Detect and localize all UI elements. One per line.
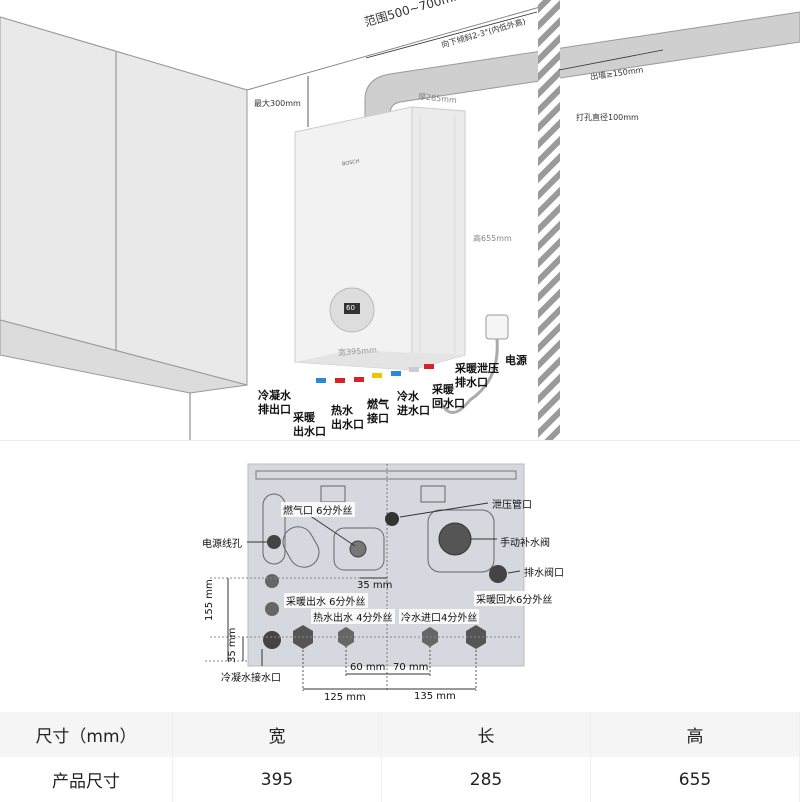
header-cell: 高 — [590, 712, 800, 757]
header-cell: 宽 — [172, 712, 382, 757]
port-label-relief: 采暖泄压排水口 — [455, 362, 499, 389]
max-top-label: 最大300mm — [254, 99, 301, 108]
fill-valve-recess — [427, 509, 495, 573]
gas-recess — [333, 527, 385, 571]
dim-35-top: 35 mm — [357, 580, 393, 591]
bottom-view-drawing — [205, 463, 525, 691]
port-gas-color — [372, 373, 382, 378]
wall-out-dim-line — [558, 49, 664, 71]
row-label: 产品尺寸 — [0, 757, 173, 802]
dim-135: 135 mm — [414, 691, 456, 702]
label-heat-return: 采暖回水6分外丝 — [474, 591, 555, 606]
install-scene — [0, 0, 800, 440]
boiler-bottom — [295, 350, 465, 370]
hole-diameter-label: 打孔直径100mm — [576, 113, 639, 122]
port-label-heating-out: 采暖出水口 — [293, 411, 326, 438]
label-drain-valve: 排水阀口 — [524, 568, 564, 579]
header-cell: 尺寸（mm） — [0, 712, 173, 757]
dim-155: 155 mm — [204, 579, 215, 621]
section-divider — [0, 440, 800, 441]
condensate-port — [263, 631, 281, 649]
spec-table: 尺寸（mm） 宽 长 高 产品尺寸 395 285 655 — [0, 712, 800, 802]
dim-70: 70 mm — [393, 662, 429, 673]
dim-125: 125 mm — [324, 692, 366, 703]
top-rail — [255, 470, 517, 480]
label-manual-fill: 手动补水阀 — [500, 538, 550, 549]
length-value: 285 — [381, 757, 591, 802]
dim-60: 60 mm — [350, 662, 386, 673]
width-value: 395 — [172, 757, 382, 802]
port-heating-return-color — [409, 367, 419, 372]
power-hole — [267, 535, 281, 549]
exterior-wall — [538, 0, 560, 440]
port-condensate-color — [316, 378, 326, 383]
power-slot — [262, 493, 286, 565]
port-label-heating-return: 采暖回水口 — [432, 383, 465, 410]
dim-35-left: 35 mm — [227, 627, 238, 663]
install-illustration: 范围500~700mm 具体咨询客服 向下倾斜2-3°(内低外高) 出墙≥150… — [0, 0, 800, 440]
flue-pipe — [364, 11, 800, 129]
drain-valve-port — [489, 565, 507, 583]
port-heating-out-color — [335, 378, 345, 383]
relief-pipe-port — [385, 512, 399, 526]
table-row: 产品尺寸 395 285 655 — [0, 757, 800, 802]
port-label-gas: 燃气接口 — [367, 398, 389, 425]
port-label-condensate: 冷凝水排出口 — [258, 389, 291, 416]
side-port — [265, 602, 279, 616]
power-label: 电源 — [505, 354, 527, 367]
port-hot-water-color — [354, 377, 364, 382]
label-cold-in: 冷水进口4分外丝 — [399, 609, 480, 624]
side-port — [265, 574, 279, 588]
height-label: 高655mm — [473, 234, 512, 243]
gas-oval — [282, 526, 320, 568]
mount-tab — [420, 485, 446, 503]
manual-fill-valve — [438, 522, 472, 556]
port-cold-water-color — [391, 371, 401, 376]
power-socket — [485, 314, 509, 340]
bottom-view-diagram: 燃气口 6分外丝 泄压管口 电源线孔 手动补水阀 排水阀口 采暖出水 6分外丝 … — [0, 441, 800, 706]
display-screen — [344, 303, 360, 314]
port-relief-color — [424, 364, 434, 369]
power-cable — [438, 338, 499, 414]
label-hot-out: 热水出水 4分外丝 — [311, 609, 395, 624]
gas-port — [349, 540, 367, 558]
height-value: 655 — [590, 757, 800, 802]
leader-relief — [399, 502, 489, 518]
leader-drain — [507, 570, 521, 574]
label-heat-out: 采暖出水 6分外丝 — [284, 593, 368, 608]
spec-table-header: 尺寸（mm） 宽 长 高 — [0, 712, 800, 757]
range-dim-line — [365, 11, 538, 59]
ceiling-line-right — [246, 6, 541, 91]
header-cell: 长 — [381, 712, 591, 757]
port-label-hot-water: 热水出水口 — [331, 404, 364, 431]
label-condensate: 冷凝水接水口 — [221, 673, 281, 684]
display-value: 60 — [346, 304, 355, 312]
label-relief-pipe: 泄压管口 — [492, 500, 532, 511]
label-gas: 燃气口 6分外丝 — [281, 502, 355, 517]
label-power-hole: 电源线孔 — [202, 539, 242, 550]
port-label-cold-water: 冷水进水口 — [397, 390, 430, 417]
